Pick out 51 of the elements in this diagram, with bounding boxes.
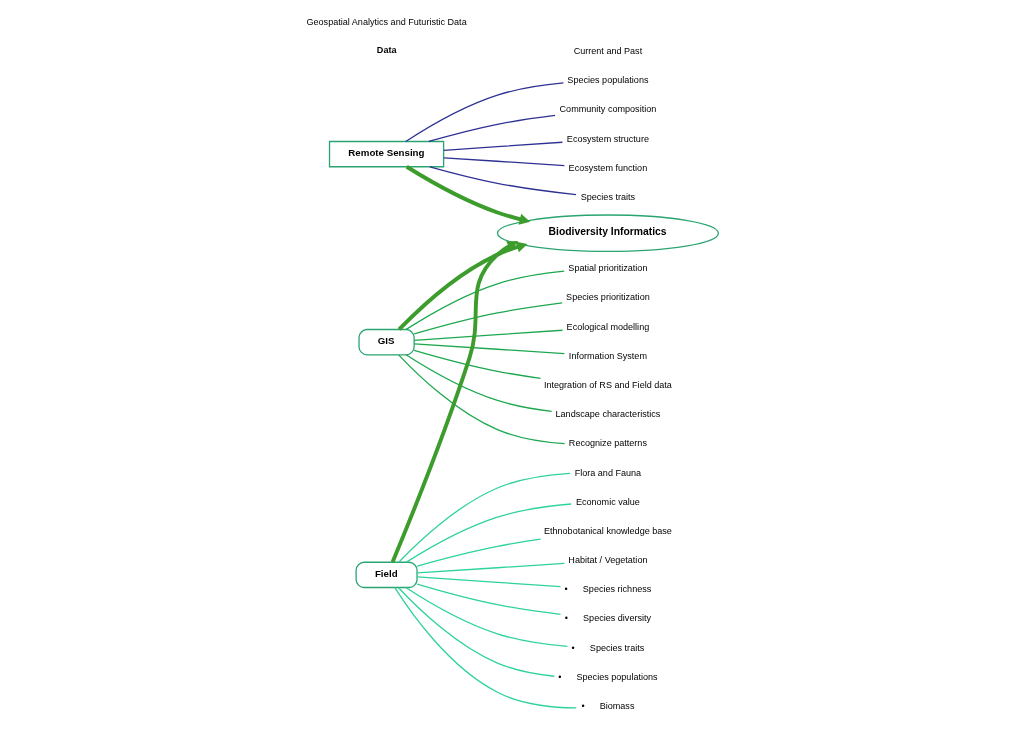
- node-text: Integration of RS and Field data: [543, 379, 672, 390]
- connector: [413, 329, 564, 341]
- connector: [443, 141, 564, 151]
- connector: [443, 157, 565, 167]
- arrow: [405, 165, 531, 225]
- node-text: Information System: [568, 350, 647, 361]
- node-text: • Species richness: [564, 584, 652, 595]
- connector: [398, 472, 571, 563]
- node-text: Ecosystem function: [568, 162, 648, 173]
- connector: [416, 562, 566, 574]
- connector: [405, 354, 553, 413]
- connector: [405, 586, 568, 648]
- connector: [405, 82, 565, 143]
- node-text: Ethnobotanical knowledge base: [543, 525, 672, 536]
- connector: [416, 538, 542, 567]
- node-box: Field: [355, 561, 418, 589]
- node-text: Species populations: [567, 75, 649, 86]
- connector: [405, 270, 565, 331]
- connector: [416, 583, 562, 615]
- connector: [413, 343, 565, 355]
- connector: [405, 503, 572, 563]
- label: Geospatial Analytics and Futuristic Data: [306, 16, 467, 27]
- node-text: Community composition: [559, 104, 657, 115]
- node-text: Species prioritization: [566, 292, 650, 303]
- node-text: Ecosystem structure: [566, 133, 649, 144]
- node-text: Spatial prioritization: [568, 263, 648, 274]
- arrow: [397, 241, 528, 331]
- node-text: • Species diversity: [564, 613, 652, 624]
- node-text: Recognize patterns: [568, 438, 647, 449]
- connector: [398, 587, 555, 677]
- node-text: Ecological modelling: [566, 321, 650, 332]
- node-text: Habitat / Vegetation: [568, 555, 648, 566]
- connector: [394, 587, 577, 709]
- node-text: Species traits: [580, 191, 636, 202]
- arrow: [390, 241, 519, 563]
- connector: [398, 354, 566, 445]
- connector: [416, 576, 562, 588]
- node-text: • Species traits: [571, 642, 645, 653]
- node-text: Landscape characteristics: [555, 409, 661, 420]
- connector: [428, 114, 556, 143]
- label: Current and Past: [573, 46, 643, 57]
- connector: [429, 166, 577, 196]
- label: Data: [376, 45, 397, 56]
- node-text: Flora and Fauna: [574, 467, 642, 478]
- node-box: GIS: [358, 328, 415, 356]
- node-text: • Species populations: [558, 671, 658, 682]
- node-text: Economic value: [575, 496, 640, 507]
- node-box: Remote Sensing: [328, 140, 445, 168]
- connector: [413, 349, 542, 379]
- connector: [413, 302, 563, 335]
- node-text: • Biomass: [581, 700, 635, 711]
